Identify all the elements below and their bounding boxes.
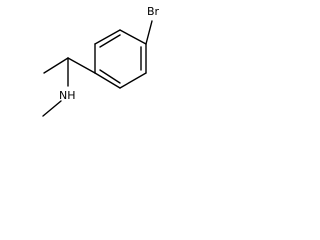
ring-bond-1 — [94, 29, 121, 45]
bromine-atom-label: Br — [147, 5, 160, 18]
ring-double-bond-inner-1 — [99, 34, 121, 48]
bond-ring-bromine — [145, 20, 153, 45]
ring-bond-5 — [94, 72, 121, 89]
ring-bond-4 — [119, 72, 147, 89]
molecule-structure: Br NH — [42, 5, 160, 117]
bond-ring-chiral-carbon — [67, 57, 96, 74]
nitrogen-atom-label: NH — [59, 89, 76, 102]
ring-bond-2 — [119, 29, 147, 45]
bond-chiral-carbon-methyl — [43, 57, 69, 74]
bond-nitrogen-methyl — [42, 100, 62, 117]
ring-double-bond-inner-3 — [99, 69, 121, 84]
